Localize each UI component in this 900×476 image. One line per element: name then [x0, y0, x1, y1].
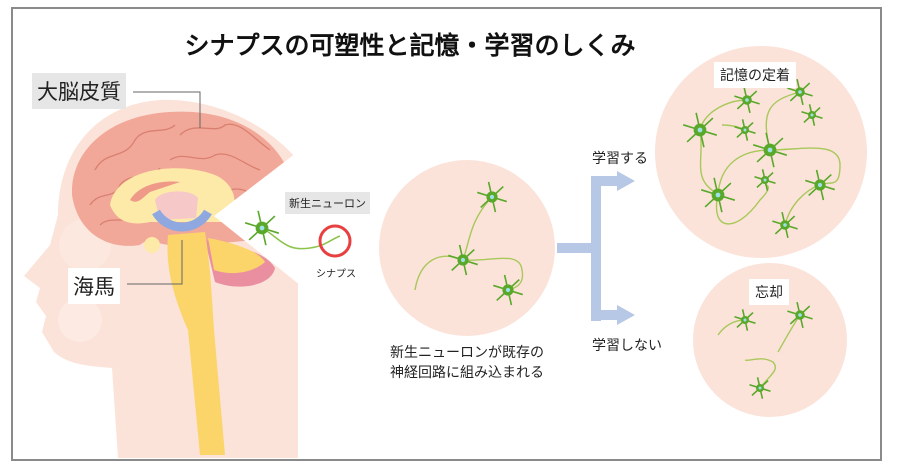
- hippocampus-leader: [127, 240, 183, 285]
- branch-arrow: [557, 171, 635, 325]
- integration-caption-line2: 神経回路に組み込まれる: [390, 365, 544, 381]
- neuron-icon: [787, 301, 813, 329]
- figure-frame: [11, 7, 882, 461]
- neuron-icon: [787, 78, 813, 106]
- ventricle: [130, 181, 180, 202]
- synapse-ring: [318, 224, 352, 258]
- cortex-label: 大脳皮質: [32, 73, 126, 109]
- forgetting-circle: [693, 263, 847, 417]
- thalamus: [155, 191, 198, 220]
- neuron-icon: [772, 211, 798, 239]
- cortex-leader: [133, 91, 201, 128]
- neuron-icon: [244, 210, 280, 246]
- pituitary: [144, 237, 160, 253]
- neuron-icon: [448, 244, 478, 276]
- neuron-icon: [734, 309, 756, 331]
- neuron-icon: [734, 86, 760, 114]
- neuron-icon: [734, 119, 756, 141]
- integration-caption-line1: 新生ニューロンが既存の: [390, 345, 544, 361]
- hippocampus-label: 海馬: [68, 268, 120, 304]
- cheek: [58, 298, 102, 342]
- hippocampus-arc: [152, 209, 212, 232]
- no-learn-label: 学習しない: [592, 338, 662, 354]
- neuron-icon: [477, 181, 507, 213]
- forgetting-label: 忘却: [749, 279, 789, 305]
- brainstem: [167, 232, 225, 455]
- neuron-icon: [682, 112, 718, 148]
- neuron-icon: [805, 169, 835, 201]
- integration-caption: 新生ニューロンが既存の 神経回路に組み込まれる: [380, 343, 554, 383]
- consolidation-label: 記憶の定着: [714, 62, 796, 88]
- neuron-icon: [754, 169, 776, 191]
- neuron-icon: [700, 177, 736, 213]
- neuron-icon: [801, 104, 823, 126]
- new-neuron-axon: [261, 227, 341, 250]
- neuron-icon: [749, 377, 771, 399]
- wedge-cut: [214, 150, 310, 285]
- neuron-icon: [493, 274, 523, 306]
- page-title: シナプスの可塑性と記憶・学習のしくみ: [184, 31, 636, 60]
- new-neuron-label: 新生ニューロン: [285, 192, 370, 214]
- neuron-icon: [752, 132, 788, 168]
- cerebellum-inner: [208, 238, 265, 274]
- synapse-label: シナプス: [316, 269, 356, 280]
- learn-label: 学習する: [592, 151, 648, 167]
